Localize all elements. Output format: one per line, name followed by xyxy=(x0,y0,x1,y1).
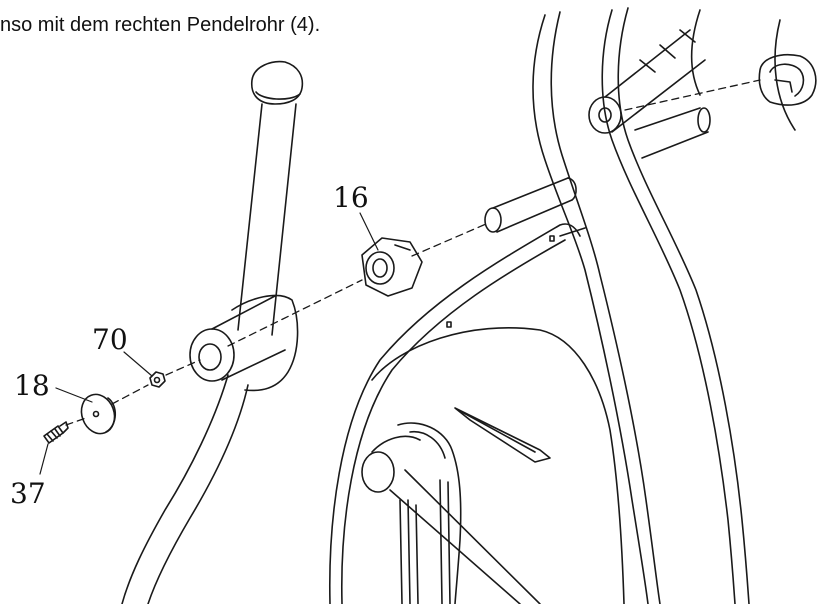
end-cap-part xyxy=(759,55,815,105)
axle-tube xyxy=(485,178,576,232)
housing-panel xyxy=(330,224,624,604)
flange-nut-16 xyxy=(362,238,422,296)
instruction-text: nso mit dem rechten Pendelrohr (4). xyxy=(0,14,321,36)
leader-lines xyxy=(40,213,378,474)
main-frame xyxy=(533,8,795,604)
small-nut-70 xyxy=(150,372,165,387)
callout-label-37: 37 xyxy=(10,477,46,510)
screw-37 xyxy=(44,422,68,443)
washer-18 xyxy=(76,390,120,439)
callout-label-18: 18 xyxy=(14,369,50,402)
callout-label-70: 70 xyxy=(92,323,128,356)
callout-label-16: 16 xyxy=(333,181,369,214)
lower-assembly xyxy=(362,408,550,604)
assembly-axis-dashed xyxy=(66,80,760,425)
left-pendulum-arm xyxy=(122,62,302,604)
upper-axle xyxy=(589,30,710,158)
